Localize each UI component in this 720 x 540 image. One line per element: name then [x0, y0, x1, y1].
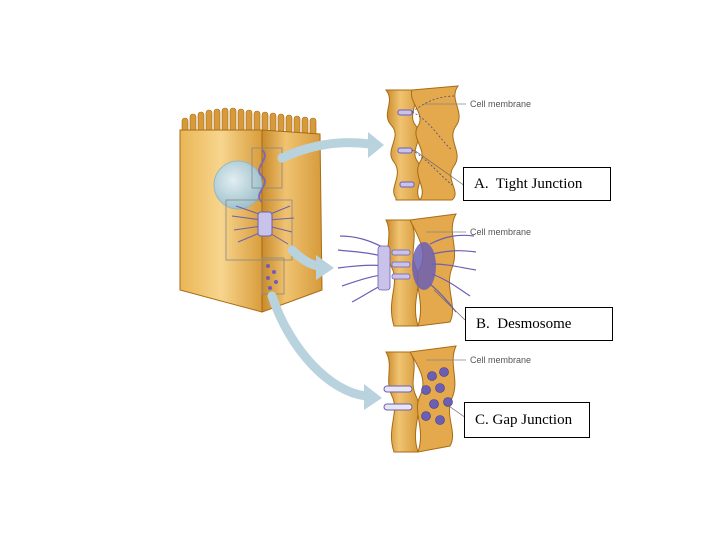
cell-membrane-label-2: Cell membrane — [470, 227, 531, 237]
desmosome-label: B. Desmosome — [465, 307, 613, 341]
nucleus — [214, 161, 262, 209]
gap-junction-label: C. Gap Junction — [464, 402, 590, 438]
cell-membrane-label-3: Cell membrane — [470, 355, 531, 365]
tight-junction-label: A. Tight Junction — [463, 167, 611, 201]
epithelial-cells — [180, 108, 322, 312]
front-cell — [180, 130, 262, 312]
cell-membrane-label-1: Cell membrane — [470, 99, 531, 109]
arrow-to-gap-junction — [272, 296, 366, 396]
